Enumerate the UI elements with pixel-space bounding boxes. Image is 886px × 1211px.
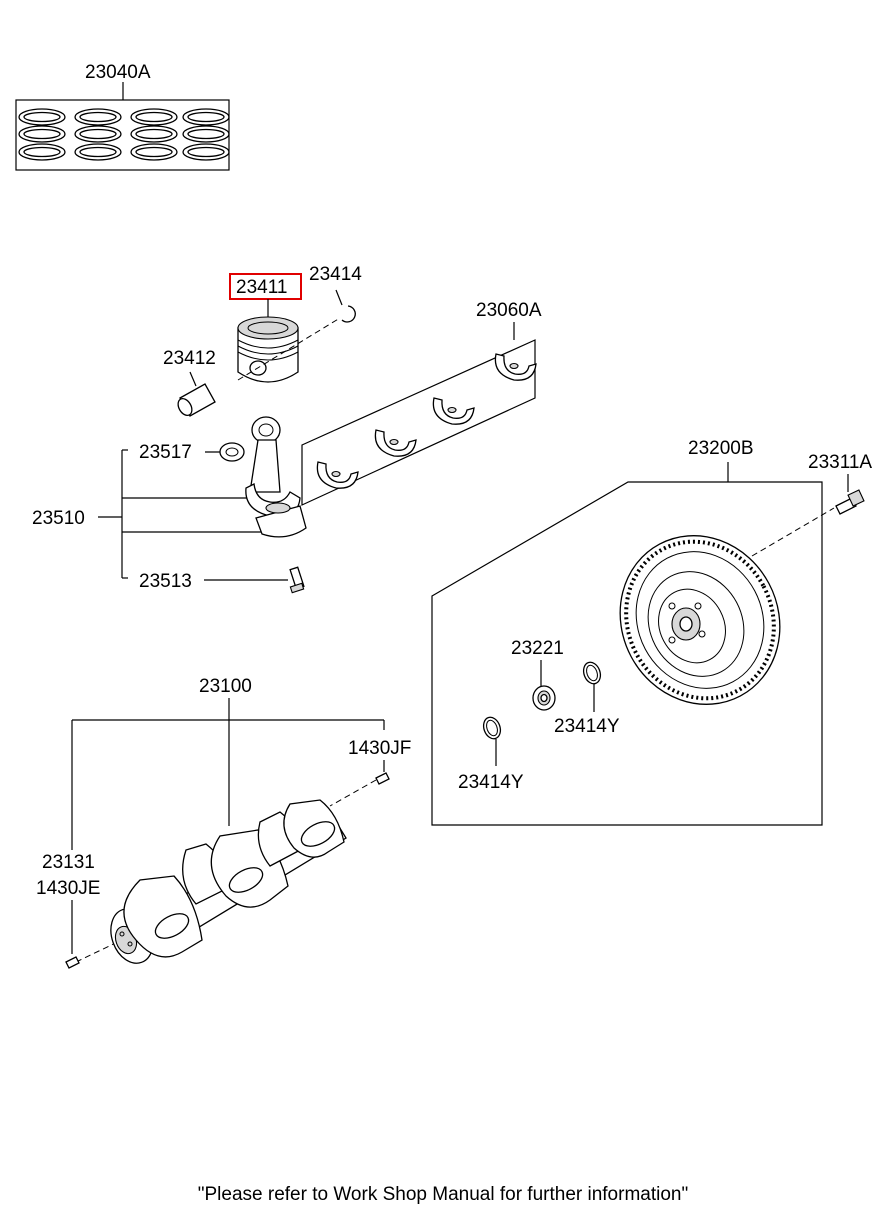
footer-note: "Please refer to Work Shop Manual for fu… (198, 1184, 688, 1205)
label-key-bottom[interactable]: 1430JE (36, 878, 100, 899)
flywheel[interactable] (591, 507, 809, 732)
label-flywheel[interactable]: 23200B (688, 438, 754, 459)
pilot-bearing[interactable] (532, 685, 556, 711)
label-piston[interactable]: 23411 (236, 277, 287, 298)
label-piston-pin[interactable]: 23412 (163, 348, 216, 369)
label-key-top[interactable]: 23131 (42, 852, 95, 873)
crankshaft[interactable] (75, 799, 347, 969)
label-conrod-assy[interactable]: 23510 (32, 508, 85, 529)
piston[interactable] (237, 316, 299, 383)
bushing[interactable] (219, 442, 245, 462)
crank-key[interactable] (65, 956, 80, 969)
label-snap-ring[interactable]: 23414 (309, 264, 362, 285)
pin-jf[interactable] (375, 772, 390, 785)
label-crankshaft[interactable]: 23100 (199, 676, 252, 697)
piston-ring-set[interactable] (15, 82, 230, 171)
connecting-rod[interactable] (245, 416, 307, 538)
label-bearing-set[interactable]: 23060A (476, 300, 542, 321)
conrod-bolt[interactable] (289, 566, 305, 594)
label-piston-rings[interactable]: 23040A (85, 62, 151, 83)
label-bushing[interactable]: 23517 (139, 442, 192, 463)
label-pin-jf[interactable]: 1430JF (348, 738, 411, 759)
label-bearing[interactable]: 23221 (511, 638, 564, 659)
label-snap-ring-y-right[interactable]: 23414Y (554, 716, 620, 737)
piston-pin[interactable] (175, 383, 216, 418)
highlight-box (229, 273, 302, 300)
snap-ring-y-right[interactable] (581, 660, 604, 686)
snap-ring[interactable] (341, 305, 356, 323)
main-bearing-shells[interactable] (316, 353, 537, 489)
label-snap-ring-y-left[interactable]: 23414Y (458, 772, 524, 793)
snap-ring-y-left[interactable] (481, 715, 504, 741)
flywheel-bolt[interactable] (835, 489, 865, 515)
label-conrod-bolt[interactable]: 23513 (139, 571, 192, 592)
label-flywheel-bolt[interactable]: 23311A (808, 452, 872, 473)
